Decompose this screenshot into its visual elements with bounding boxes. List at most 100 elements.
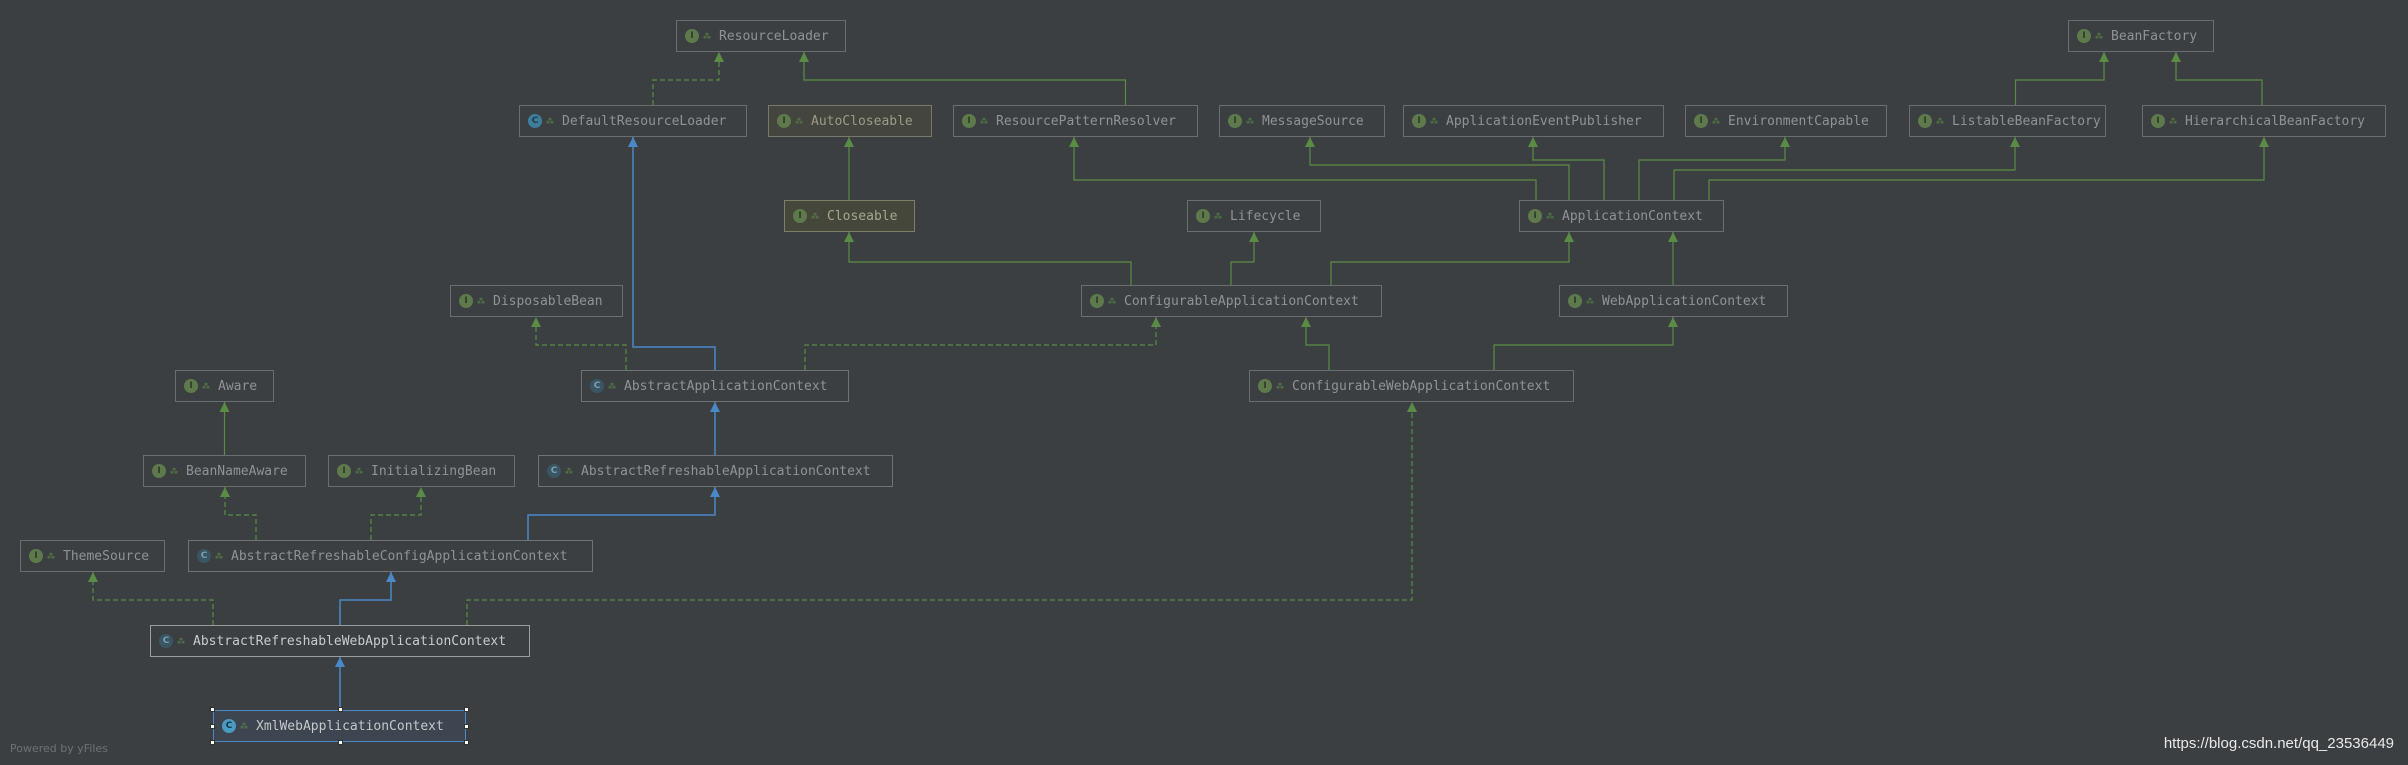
node-resource-loader[interactable]: I⁂ResourceLoader xyxy=(676,20,846,52)
public-access-icon: ⁂ xyxy=(240,721,248,731)
public-access-icon: ⁂ xyxy=(177,636,185,646)
arrowhead xyxy=(386,572,396,582)
node-xml-web-application-context[interactable]: C⁂XmlWebApplicationContext xyxy=(213,710,466,742)
node-configurable-web-application-context[interactable]: I⁂ConfigurableWebApplicationContext xyxy=(1249,370,1574,402)
public-access-icon: ⁂ xyxy=(565,466,573,476)
edge-hierarchical-bean-factory-to-bean-factory xyxy=(2175,52,2263,105)
node-abstract-application-context[interactable]: C⁂AbstractApplicationContext xyxy=(581,370,849,402)
node-default-resource-loader[interactable]: C⁂DefaultResourceLoader xyxy=(519,105,747,137)
selection-handle[interactable] xyxy=(210,724,215,729)
arrowhead xyxy=(2259,137,2269,147)
selection-handle[interactable] xyxy=(464,707,469,712)
interface-icon: I xyxy=(2151,114,2165,128)
node-initializing-bean[interactable]: I⁂InitializingBean xyxy=(328,455,515,487)
node-theme-source[interactable]: I⁂ThemeSource xyxy=(20,540,165,572)
node-label: DefaultResourceLoader xyxy=(562,113,727,129)
interface-icon: I xyxy=(1090,294,1104,308)
arrowhead xyxy=(628,137,638,147)
interface-icon: I xyxy=(459,294,473,308)
node-abstract-refreshable-web-application-context[interactable]: C⁂AbstractRefreshableWebApplicationConte… xyxy=(150,625,530,657)
node-abstract-refreshable-application-context[interactable]: C⁂AbstractRefreshableApplicationContext xyxy=(538,455,893,487)
interface-icon: I xyxy=(1528,209,1542,223)
node-label: XmlWebApplicationContext xyxy=(256,718,444,734)
powered-by-label: Powered by yFiles xyxy=(10,742,108,755)
public-access-icon: ⁂ xyxy=(355,466,363,476)
arrowhead xyxy=(710,487,720,497)
selection-handle[interactable] xyxy=(337,707,343,712)
interface-icon: I xyxy=(29,549,43,563)
interface-icon: I xyxy=(1568,294,1582,308)
arrowhead xyxy=(844,137,854,147)
public-access-icon: ⁂ xyxy=(1246,116,1254,126)
node-disposable-bean[interactable]: I⁂DisposableBean xyxy=(450,285,623,317)
arrowhead xyxy=(1780,137,1790,147)
node-label: ResourceLoader xyxy=(719,28,829,44)
edge-abstract-refreshable-config-application-context-to-initializing-bean xyxy=(370,487,422,540)
node-label: BeanFactory xyxy=(2111,28,2198,44)
public-access-icon: ⁂ xyxy=(1108,296,1116,306)
node-application-context[interactable]: I⁂ApplicationContext xyxy=(1519,200,1724,232)
selection-handle[interactable] xyxy=(464,724,469,729)
node-abstract-refreshable-config-application-context[interactable]: C⁂AbstractRefreshableConfigApplicationCo… xyxy=(188,540,593,572)
public-access-icon: ⁂ xyxy=(477,296,485,306)
node-web-application-context[interactable]: I⁂WebApplicationContext xyxy=(1559,285,1788,317)
public-access-icon: ⁂ xyxy=(2095,31,2103,41)
node-label: AbstractRefreshableWebApplicationContext xyxy=(193,633,507,649)
node-label: HierarchicalBeanFactory xyxy=(2185,113,2366,129)
node-label: EnvironmentCapable xyxy=(1728,113,1869,129)
public-access-icon: ⁂ xyxy=(980,116,988,126)
node-environment-capable[interactable]: I⁂EnvironmentCapable xyxy=(1685,105,1887,137)
node-auto-closeable[interactable]: I⁂AutoCloseable xyxy=(768,105,932,137)
edge-configurable-application-context-to-application-context xyxy=(1330,232,1570,285)
arrowhead xyxy=(2099,52,2109,62)
node-bean-factory[interactable]: I ⁂ BeanFactory xyxy=(2068,20,2214,52)
edge-application-context-to-hierarchical-bean-factory xyxy=(1708,137,2265,200)
node-aware[interactable]: I⁂Aware xyxy=(175,370,274,402)
public-access-icon: ⁂ xyxy=(546,116,554,126)
interface-icon: I xyxy=(2077,29,2091,43)
public-access-icon: ⁂ xyxy=(1214,211,1222,221)
interface-icon: I xyxy=(1258,379,1272,393)
node-message-source[interactable]: I⁂MessageSource xyxy=(1219,105,1385,137)
selection-handle[interactable] xyxy=(337,740,343,745)
interface-icon: I xyxy=(152,464,166,478)
node-label: Lifecycle xyxy=(1230,208,1301,224)
selection-handle[interactable] xyxy=(210,707,215,712)
public-access-icon: ⁂ xyxy=(703,31,711,41)
public-access-icon: ⁂ xyxy=(1586,296,1594,306)
selection-handle[interactable] xyxy=(464,740,469,745)
public-access-icon: ⁂ xyxy=(47,551,55,561)
edge-configurable-application-context-to-lifecycle xyxy=(1230,232,1255,285)
arrowhead xyxy=(335,657,345,667)
node-resource-pattern-resolver[interactable]: I⁂ResourcePatternResolver xyxy=(953,105,1198,137)
interface-icon: I xyxy=(793,209,807,223)
edge-abstract-application-context-to-disposable-bean xyxy=(535,317,627,370)
node-closeable[interactable]: I⁂Closeable xyxy=(784,200,915,232)
node-label: AbstractApplicationContext xyxy=(624,378,828,394)
arrowhead xyxy=(220,487,230,497)
watermark-url: https://blog.csdn.net/qq_23536449 xyxy=(2163,735,2394,752)
node-bean-name-aware[interactable]: I⁂BeanNameAware xyxy=(143,455,306,487)
public-access-icon: ⁂ xyxy=(608,381,616,391)
edge-configurable-application-context-to-closeable xyxy=(848,232,1132,285)
arrowhead xyxy=(1407,402,1417,412)
edge-abstract-refreshable-web-application-context-to-theme-source xyxy=(92,572,214,625)
edge-abstract-application-context-to-configurable-application-context xyxy=(804,317,1157,370)
public-access-icon: ⁂ xyxy=(795,116,803,126)
node-label: ApplicationEventPublisher xyxy=(1446,113,1642,129)
node-configurable-application-context[interactable]: I⁂ConfigurableApplicationContext xyxy=(1081,285,1382,317)
node-hierarchical-bean-factory[interactable]: I⁂HierarchicalBeanFactory xyxy=(2142,105,2386,137)
node-application-event-publisher[interactable]: I⁂ApplicationEventPublisher xyxy=(1403,105,1664,137)
edge-abstract-refreshable-config-application-context-to-abstract-refreshable-application-context xyxy=(527,487,716,540)
arrowhead xyxy=(1151,317,1161,327)
node-label: AutoCloseable xyxy=(811,113,913,129)
node-lifecycle[interactable]: I ⁂ Lifecycle xyxy=(1187,200,1321,232)
node-listable-bean-factory[interactable]: I⁂ListableBeanFactory xyxy=(1909,105,2106,137)
public-access-icon: ⁂ xyxy=(202,381,210,391)
interface-icon: I xyxy=(962,114,976,128)
edge-application-context-to-environment-capable xyxy=(1638,137,1786,200)
selection-handle[interactable] xyxy=(210,740,215,745)
interface-icon: I xyxy=(1196,209,1210,223)
node-label: ApplicationContext xyxy=(1562,208,1703,224)
